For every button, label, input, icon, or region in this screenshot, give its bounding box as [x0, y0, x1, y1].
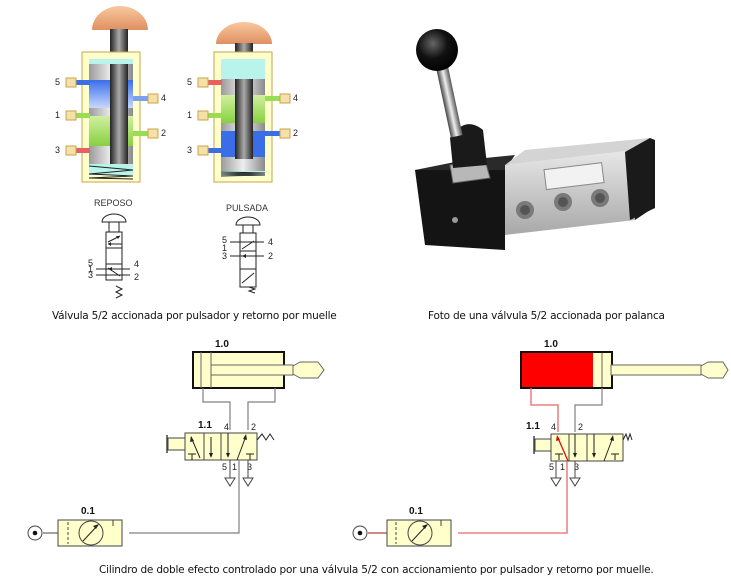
piston-rod [610, 364, 702, 376]
port-label: 3 [222, 251, 227, 261]
valve-port-3: 3 [247, 462, 252, 472]
source-label: 0.1 [81, 506, 95, 517]
spring [88, 165, 134, 180]
return-spring [622, 432, 633, 442]
pressure-gauge-icon [78, 520, 104, 546]
port-label: 2 [268, 251, 273, 261]
port-label: 1 [187, 110, 192, 120]
port-label: 4 [268, 237, 273, 247]
port-label: 3 [55, 145, 60, 155]
port-label: 1 [222, 243, 227, 253]
port-label: 5 [55, 77, 60, 87]
port-label: 2 [161, 128, 166, 138]
cylinder-label: 1.0 [215, 339, 229, 350]
port-label: 1 [88, 264, 93, 274]
piston-rod [210, 364, 294, 376]
valve-port-1: 1 [232, 462, 237, 472]
valve-port-1: 1 [560, 462, 565, 472]
pressure-gauge-icon [407, 520, 433, 546]
rod-end [292, 361, 325, 379]
push-button-knob [216, 22, 272, 44]
port-label: 5 [222, 235, 227, 245]
port-label: 2 [134, 272, 139, 282]
valve-label: 1.1 [198, 420, 212, 431]
rod-end [700, 361, 729, 379]
valve-port-2: 2 [251, 422, 256, 432]
port-label: 3 [88, 270, 93, 280]
valve-port-3: 3 [574, 462, 579, 472]
circuit-rest: 1.0 1.1 4 2 5 1 3 0.1 [27, 339, 325, 547]
valve-label: 1.1 [526, 421, 540, 432]
port-label: 3 [187, 145, 192, 155]
port-label: 2 [293, 128, 298, 138]
valve-port-4: 4 [551, 422, 556, 432]
valve-port-2: 2 [578, 422, 583, 432]
valve-symbol-reposo: 5 1 3 4 2 [88, 213, 139, 299]
port-label: 5 [88, 258, 93, 268]
lever-ball [416, 29, 458, 71]
valve-port-4: 4 [224, 422, 229, 432]
port-label: 4 [161, 93, 166, 103]
cylinder-label: 1.0 [544, 339, 558, 350]
port-label: 1 [55, 110, 60, 120]
state-label-reposo: REPOSO [94, 198, 133, 208]
valve-port-5: 5 [549, 462, 554, 472]
caption-valve-5-2-pushbutton: Válvula 5/2 accionada por pulsador y ret… [52, 310, 337, 322]
valve-symbol-pulsada: 5 1 3 4 2 [222, 216, 273, 294]
port-label: 5 [187, 77, 192, 87]
valve-cross-section-pulsada: 5 1 3 4 2 [187, 22, 298, 183]
source-label: 0.1 [409, 506, 423, 517]
valve-cross-section-reposo: 5 1 3 4 2 [55, 6, 166, 183]
state-label-pulsada: PULSADA [226, 203, 269, 213]
port-label: 4 [134, 259, 139, 269]
caption-circuits: Cilindro de doble efecto controlado por … [99, 564, 654, 576]
push-button-knob [92, 6, 148, 30]
return-spring [256, 433, 275, 441]
port-label: 4 [293, 93, 298, 103]
caption-photo: Foto de una válvula 5/2 accionada por pa… [428, 310, 665, 322]
lever-valve-photo [415, 29, 655, 250]
valve-port-5: 5 [222, 462, 227, 472]
spring [220, 171, 266, 177]
circuit-actuated: 1.0 1.1 4 2 5 1 3 0.1 [352, 339, 729, 547]
